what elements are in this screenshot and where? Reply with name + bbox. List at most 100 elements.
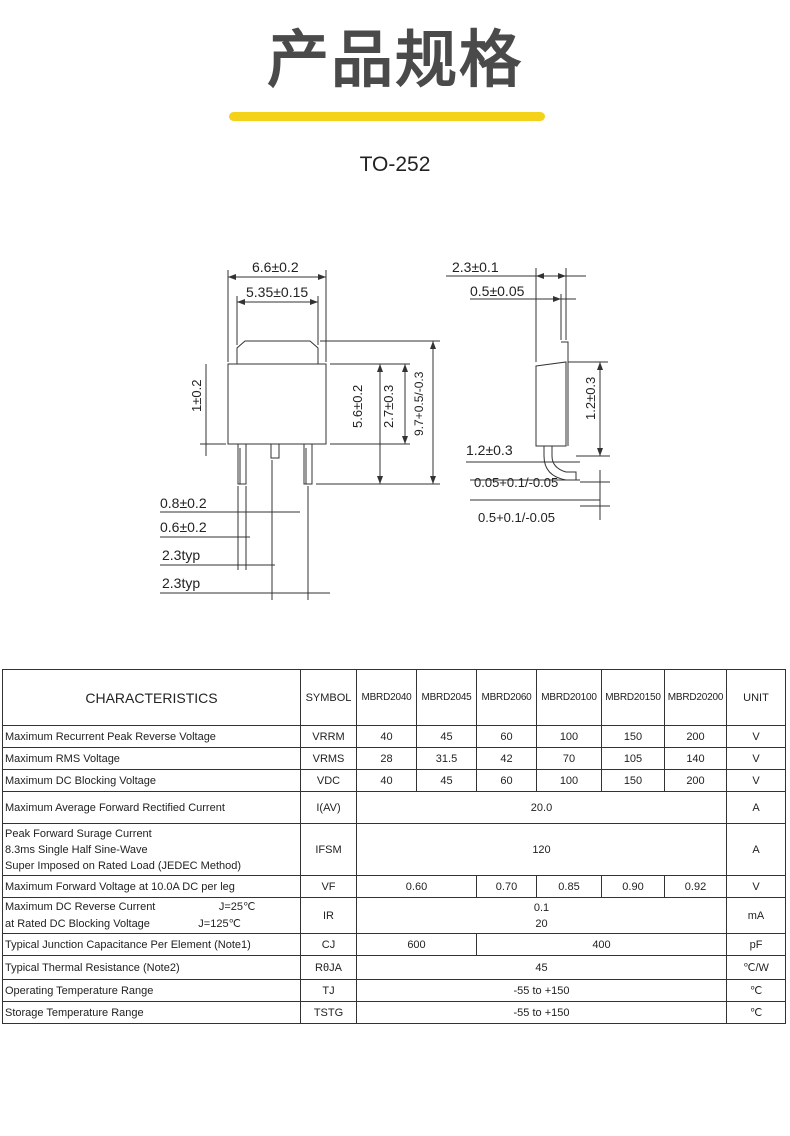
- row-unit: A: [726, 823, 786, 876]
- dim-pitch-1: 2.3typ: [162, 547, 200, 563]
- row-unit: V: [726, 725, 786, 748]
- row-name: Typical Junction Capacitance Per Element…: [2, 933, 301, 956]
- table-row: Maximum Forward Voltage at 10.0A DC per …: [2, 875, 786, 898]
- header-mbrd2060: MBRD2060: [476, 669, 537, 726]
- row-value: 105: [601, 747, 665, 770]
- row-value: 400: [476, 933, 727, 956]
- row-name: Maximum Recurrent Peak Reverse Voltage: [2, 725, 301, 748]
- row-name-text: Maximum DC Reverse Current: [5, 900, 156, 913]
- row-value: -55 to +150: [356, 979, 727, 1002]
- row-value-line: 0.1: [533, 901, 550, 914]
- table-header-row: CHARACTERISTICS SYMBOL MBRD2040 MBRD2045…: [2, 669, 786, 726]
- row-name: Maximum Forward Voltage at 10.0A DC per …: [2, 875, 301, 898]
- row-value: 45: [416, 725, 477, 748]
- row-unit: ℃/W: [726, 955, 786, 980]
- table-row: Maximum Recurrent Peak Reverse Voltage V…: [2, 725, 786, 748]
- page-title: 产品规格: [266, 23, 523, 96]
- row-value: 0.92: [664, 875, 727, 898]
- row-name: Maximum Average Forward Rectified Curren…: [2, 791, 301, 824]
- row-value: 40: [356, 769, 417, 792]
- dim-body-height: 5.6±0.2: [350, 385, 365, 428]
- dim-left-1: 1±0.2: [189, 380, 204, 412]
- row-value: 150: [601, 769, 665, 792]
- row-value: 100: [536, 725, 602, 748]
- row-value: 28: [356, 747, 417, 770]
- dim-lead-w2: 0.6±0.2: [160, 519, 207, 535]
- row-value: 100: [536, 769, 602, 792]
- dim-side-lead-offset: 0.05+0.1/-0.05: [474, 475, 558, 490]
- header-mbrd20200: MBRD20200: [664, 669, 727, 726]
- dim-top-width: 6.6±0.2: [252, 259, 299, 275]
- header-characteristics: CHARACTERISTICS: [2, 669, 301, 726]
- row-name: Peak Forward Surage Current 8.3ms Single…: [2, 823, 301, 876]
- table-row: Maximum RMS Voltage VRMS 28 31.5 42 70 1…: [2, 747, 786, 770]
- row-symbol: IFSM: [300, 823, 357, 876]
- title-underline: [229, 112, 545, 121]
- header-mbrd2045: MBRD2045: [416, 669, 477, 726]
- dim-side-lead: 1.2±0.3: [466, 442, 513, 458]
- package-name: TO-252: [359, 153, 431, 176]
- row-unit: V: [726, 769, 786, 792]
- row-symbol: TSTG: [300, 1001, 357, 1024]
- row-value: 31.5: [416, 747, 477, 770]
- row-name-line: Peak Forward Surage Current: [5, 827, 152, 840]
- dim-side-thickness: 2.3±0.1: [452, 259, 499, 275]
- lead-right: [303, 443, 313, 485]
- row-unit: ℃: [726, 1001, 786, 1024]
- side-tab: [561, 341, 569, 446]
- table-row: Peak Forward Surage Current 8.3ms Single…: [2, 823, 786, 876]
- row-value: 42: [476, 747, 537, 770]
- row-symbol: VRMS: [300, 747, 357, 770]
- row-name-text: at Rated DC Blocking Voltage: [5, 917, 150, 930]
- row-name-line: Super Imposed on Rated Load (JEDEC Metho…: [5, 859, 242, 872]
- row-name: Maximum RMS Voltage: [2, 747, 301, 770]
- row-value: 120: [356, 823, 727, 876]
- dim-total-height: 9.7+0.5/-0.3: [412, 371, 426, 436]
- row-unit: V: [726, 875, 786, 898]
- row-value: 20.0: [356, 791, 727, 824]
- side-body: [535, 361, 567, 447]
- row-value: 600: [356, 933, 477, 956]
- row-value: 150: [601, 725, 665, 748]
- row-symbol: VF: [300, 875, 357, 898]
- row-value: 200: [664, 725, 727, 748]
- package-drawing: 6.6±0.2 5.35±0.15 2.3±0.1 0.5±0.05 1±0.2…: [160, 259, 610, 600]
- table-row: Maximum DC Reverse Current J=25℃ at Rated…: [2, 897, 786, 934]
- row-unit: A: [726, 791, 786, 824]
- row-value-line: 20: [535, 917, 548, 930]
- row-name: Maximum DC Reverse Current J=25℃ at Rated…: [2, 897, 301, 934]
- row-unit: mA: [726, 897, 786, 934]
- row-name: Maximum DC Blocking Voltage: [2, 769, 301, 792]
- table-row: Maximum DC Blocking Voltage VDC 40 45 60…: [2, 769, 786, 792]
- row-name: Operating Temperature Range: [2, 979, 301, 1002]
- row-value: 60: [476, 769, 537, 792]
- row-value: 45: [356, 955, 727, 980]
- row-value: 45: [416, 769, 477, 792]
- row-symbol: CJ: [300, 933, 357, 956]
- row-symbol: VRRM: [300, 725, 357, 748]
- header-mbrd20100: MBRD20100: [536, 669, 602, 726]
- row-value: -55 to +150: [356, 1001, 727, 1024]
- row-name-line: Maximum DC Reverse Current J=25℃: [5, 899, 298, 916]
- row-value: 200: [664, 769, 727, 792]
- header-mbrd2040: MBRD2040: [356, 669, 417, 726]
- row-value: 0.70: [476, 875, 537, 898]
- lead-left: [237, 443, 247, 485]
- dim-side-height: 1.2±0.3: [583, 377, 598, 420]
- header-unit: UNIT: [726, 669, 786, 726]
- row-value: 60: [476, 725, 537, 748]
- row-condition: J=25℃: [218, 900, 256, 913]
- front-tab: [236, 340, 319, 364]
- row-symbol: I(AV): [300, 791, 357, 824]
- spec-table: CHARACTERISTICS SYMBOL MBRD2040 MBRD2045…: [2, 669, 786, 1024]
- table-row: Maximum Average Forward Rectified Curren…: [2, 791, 786, 824]
- table-row: Typical Thermal Resistance (Note2) RθJA …: [2, 955, 786, 980]
- dim-side-tab: 0.5±0.05: [470, 283, 525, 299]
- row-value: 70: [536, 747, 602, 770]
- row-value: 0.85: [536, 875, 602, 898]
- header-mbrd20150: MBRD20150: [601, 669, 665, 726]
- dim-side-lead-thk: 0.5+0.1/-0.05: [478, 510, 555, 525]
- row-symbol: VDC: [300, 769, 357, 792]
- row-value: 0.60: [356, 875, 477, 898]
